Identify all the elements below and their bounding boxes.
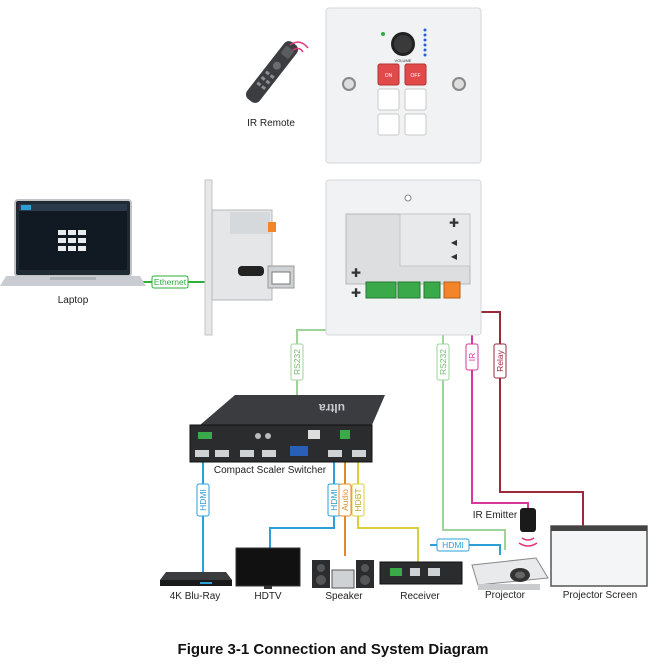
panel-button-3[interactable] xyxy=(377,88,400,111)
svg-text:✚: ✚ xyxy=(351,266,361,280)
off-button[interactable] xyxy=(404,63,427,86)
panel-button-6[interactable] xyxy=(404,113,427,136)
rs232-tag-left: RS232 xyxy=(290,343,304,381)
power-led xyxy=(381,32,385,36)
wall-panel-side xyxy=(204,179,295,336)
hdbt-tag: HDBT xyxy=(351,483,365,517)
receiver-label: Receiver xyxy=(400,591,440,602)
bluray-player xyxy=(160,572,232,586)
projector-label: Projector xyxy=(485,590,526,601)
projector-screen xyxy=(550,525,648,587)
green-terminal-blocks xyxy=(365,281,461,299)
ethernet-tag: Ethernet xyxy=(151,275,189,289)
hdmi-tag-out: HDMI xyxy=(327,483,341,517)
volume-label: VOLUME xyxy=(395,58,412,63)
projector-screen-label: Projector Screen xyxy=(563,590,637,601)
svg-text:HDMI: HDMI xyxy=(198,489,208,511)
svg-text:HDMI: HDMI xyxy=(442,540,464,550)
svg-text:Ethernet: Ethernet xyxy=(154,277,187,287)
svg-text:✚: ✚ xyxy=(351,286,361,300)
laptop xyxy=(0,199,146,286)
laptop-label: Laptop xyxy=(58,295,89,306)
svg-text:Audio: Audio xyxy=(340,489,350,511)
on-button[interactable] xyxy=(377,63,400,86)
wall-panel-back: ✚ ◀ ◀ ✚ ✚ xyxy=(325,179,482,336)
svg-text:ultra: ultra xyxy=(319,401,345,415)
relay-tag: Relay xyxy=(493,343,507,379)
on-button-label: ON xyxy=(385,73,393,79)
hdbt-cable xyxy=(357,462,419,565)
wall-panel-front: VOLUME ON OFF xyxy=(325,7,482,164)
svg-text:◀: ◀ xyxy=(451,238,458,247)
compact-scaler-switcher: ultra xyxy=(189,395,385,463)
receiver xyxy=(379,561,463,585)
audio-tag: Audio xyxy=(338,483,352,517)
ir-tag: IR xyxy=(465,343,479,371)
switcher-label: Compact Scaler Switcher xyxy=(214,465,327,476)
svg-text:Relay: Relay xyxy=(495,349,505,371)
speaker xyxy=(312,560,374,589)
hdmi-tag-receiver: HDMI xyxy=(436,538,470,552)
off-button-label: OFF xyxy=(411,73,421,79)
ir-signal-icon xyxy=(289,41,309,53)
ir-remote xyxy=(245,41,299,103)
svg-text:RS232: RS232 xyxy=(438,349,448,375)
projector xyxy=(471,557,549,590)
bluray-label: 4K Blu-Ray xyxy=(170,591,221,602)
svg-text:IR: IR xyxy=(467,353,477,362)
svg-text:✚: ✚ xyxy=(449,216,459,230)
rs232-tag-right: RS232 xyxy=(436,343,450,381)
panel-button-4[interactable] xyxy=(404,88,427,111)
ir-remote-label: IR Remote xyxy=(247,118,295,129)
svg-text:◀: ◀ xyxy=(451,252,458,261)
figure-caption: Figure 3-1 Connection and System Diagram xyxy=(178,641,489,658)
svg-text:HDMI: HDMI xyxy=(329,489,339,511)
hdtv-label: HDTV xyxy=(254,591,282,602)
svg-text:RS232: RS232 xyxy=(292,349,302,375)
ir-emitter xyxy=(518,508,538,547)
hdtv xyxy=(235,547,301,589)
volume-level-leds xyxy=(423,28,427,57)
panel-button-5[interactable] xyxy=(377,113,400,136)
speaker-label: Speaker xyxy=(325,591,363,602)
svg-text:HDBT: HDBT xyxy=(353,488,363,511)
hdmi-tag-bluray: HDMI xyxy=(196,483,210,517)
ir-emitter-label: IR Emitter xyxy=(473,510,518,521)
